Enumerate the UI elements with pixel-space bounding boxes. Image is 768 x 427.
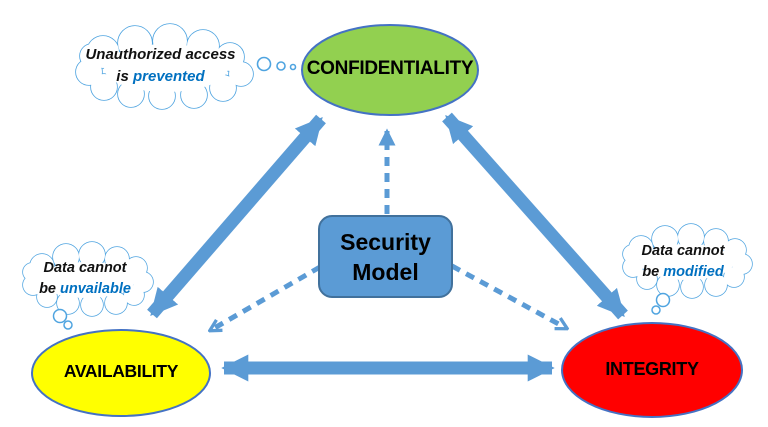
thought-line2-highlight: unvailable xyxy=(60,281,131,297)
thought-line1: Data cannot xyxy=(43,260,127,276)
thought-text-confidentiality: Unauthorized access is prevented xyxy=(78,44,243,88)
thought-line2: be modified xyxy=(622,262,744,283)
thought-line2-prefix: is xyxy=(116,68,133,85)
dashed-arrow-center-availability xyxy=(211,264,322,330)
thought-line2-highlight: prevented xyxy=(132,68,205,85)
node-label-integrity: INTEGRITY xyxy=(605,359,699,379)
thought-cloud-availability xyxy=(22,241,154,330)
arrow-availability-confidentiality xyxy=(147,114,326,319)
center-box-label-line1: Security xyxy=(340,228,431,255)
thought-trail-integrity xyxy=(651,292,671,315)
node-label-confidentiality: CONFIDENTIALITY xyxy=(306,58,474,79)
thought-text-availability: Data cannot be unvailable xyxy=(24,258,146,300)
thought-cloud-confidentiality xyxy=(75,23,297,110)
thought-line1: Data cannot xyxy=(641,243,725,259)
arrow-confidentiality-integrity xyxy=(442,112,628,320)
thought-line2-prefix: be xyxy=(39,281,61,297)
thought-line1: Unauthorized access xyxy=(85,46,236,63)
thought-trail-availability xyxy=(52,308,73,330)
thought-cloud-integrity xyxy=(622,223,753,315)
node-ellipse-availability xyxy=(31,329,211,417)
thought-line2: be unvailable xyxy=(24,279,146,300)
center-box-label-line2: Model xyxy=(352,258,419,285)
thought-line2: is prevented xyxy=(78,66,243,88)
thought-line2-prefix: be xyxy=(642,264,664,280)
dashed-arrow-center-integrity xyxy=(450,263,566,328)
thought-text-integrity: Data cannot be modified xyxy=(622,241,744,283)
node-ellipse-confidentiality xyxy=(301,24,479,116)
thought-line2-highlight: modified xyxy=(663,264,724,280)
center-box-security-model: Security Model xyxy=(318,215,453,298)
node-ellipse-integrity xyxy=(561,322,743,418)
thought-trail-confidentiality xyxy=(256,56,297,72)
node-label-availability: AVAILABILITY xyxy=(63,361,179,381)
